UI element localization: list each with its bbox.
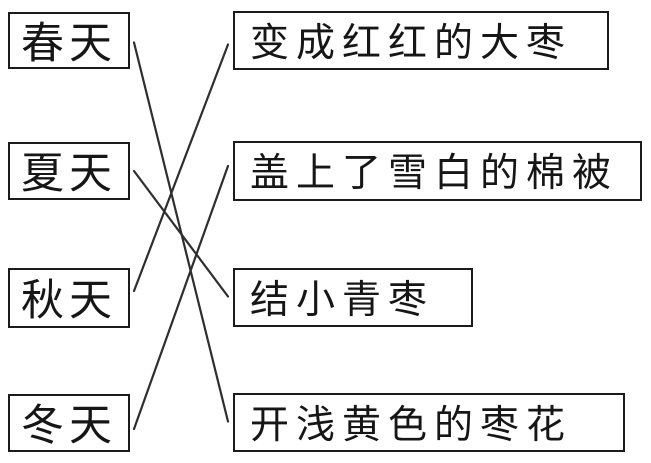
left-item-winter-label: 冬天 <box>21 401 117 451</box>
right-item-snow-quilt: 盖上了雪白的棉被 <box>233 141 642 201</box>
connection-line <box>132 169 230 298</box>
left-item-spring-label: 春天 <box>21 18 117 69</box>
right-item-red-jujubes: 变成红红的大枣 <box>233 11 609 70</box>
right-item-green-jujubes: 结小青枣 <box>233 268 473 327</box>
right-item-red-jujubes-label: 变成红红的大枣 <box>250 20 573 66</box>
left-item-summer: 夏天 <box>8 142 130 200</box>
right-item-snow-quilt-label: 盖上了雪白的棉被 <box>250 151 619 196</box>
right-item-green-jujubes-label: 结小青枣 <box>250 277 435 323</box>
left-item-autumn-label: 秋天 <box>21 276 117 326</box>
connection-line <box>132 164 230 431</box>
left-item-spring: 春天 <box>8 12 130 69</box>
connection-line <box>132 41 230 423</box>
left-item-winter: 冬天 <box>8 394 130 452</box>
right-item-jujube-flowers-label: 开浅黄色的枣花 <box>250 402 573 448</box>
connection-line <box>132 43 230 293</box>
left-item-autumn: 秋天 <box>8 268 130 328</box>
right-item-jujube-flowers: 开浅黄色的枣花 <box>233 393 625 452</box>
left-item-summer-label: 夏天 <box>21 149 117 199</box>
